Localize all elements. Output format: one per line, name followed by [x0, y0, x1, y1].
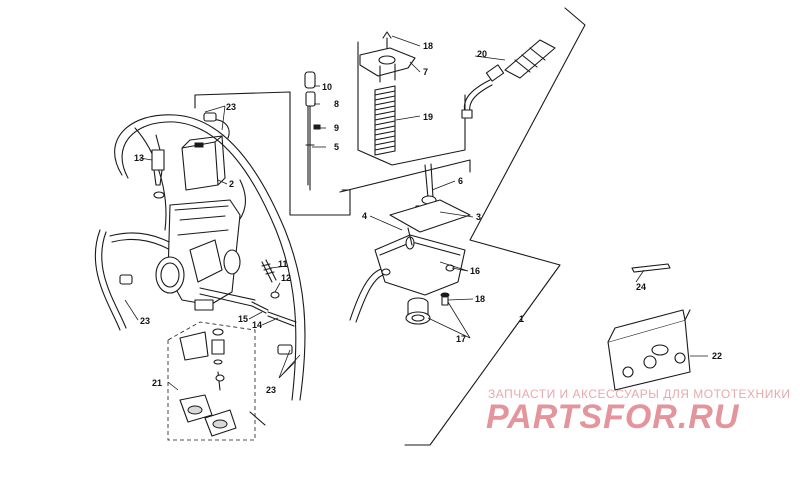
label-part-17: 17: [456, 334, 466, 344]
label-part-3: 3: [476, 212, 481, 222]
part-4-float-bowl: [374, 227, 466, 296]
part-11-12-screws: [261, 259, 280, 299]
label-part-9: 9: [334, 123, 339, 133]
label-part-21: 21: [152, 378, 162, 388]
part-2-bracket: [181, 135, 226, 191]
label-part-23a: 23: [226, 102, 236, 112]
label-part-10: 10: [322, 82, 332, 92]
needle-parts: [304, 71, 321, 191]
label-part-4: 4: [362, 211, 367, 221]
watermark-brand: PARTSFOR.RU: [486, 398, 740, 436]
label-part-14: 14: [252, 320, 262, 330]
label-part-15: 15: [238, 314, 248, 324]
part-20-throttle-cable: [461, 39, 556, 119]
part-18-screw: [440, 292, 450, 306]
label-part-5: 5: [334, 142, 339, 152]
label-part-12: 12: [281, 273, 291, 283]
label-part-18b: 18: [475, 294, 485, 304]
label-part-6: 6: [458, 176, 463, 186]
label-part-23b: 23: [140, 316, 150, 326]
label-part-8: 8: [334, 99, 339, 109]
part-13-fitting: [151, 134, 165, 199]
part-14-15-screws: [251, 301, 297, 327]
label-part-23c: 23: [266, 385, 276, 395]
top-cap-group-box: [357, 41, 466, 166]
float-group-box: [339, 159, 471, 193]
label-part-18a: 18: [423, 41, 433, 51]
part-22-kit-box: [607, 309, 691, 391]
hose-clamps: [119, 112, 293, 355]
label-part-19: 19: [423, 112, 433, 122]
needle-group-box: [194, 91, 351, 216]
top-cap: [359, 31, 416, 83]
assembly-outline-1: [404, 7, 586, 446]
label-part-20: 20: [477, 49, 487, 59]
kit-21-box: [167, 321, 256, 441]
label-part-7: 7: [423, 67, 428, 77]
label-part-13: 13: [134, 153, 144, 163]
part-17-drain-plug: [405, 297, 431, 325]
carburetor-body: [155, 199, 256, 311]
part-6-slide: [389, 163, 471, 233]
label-part-22: 22: [712, 351, 722, 361]
label-part-11: 11: [278, 259, 288, 269]
label-part-1: 1: [519, 314, 524, 324]
label-part-24: 24: [636, 282, 646, 292]
label-part-2: 2: [229, 179, 234, 189]
leader-lines: [124, 35, 708, 391]
label-part-16: 16: [470, 266, 480, 276]
part-19-spring: [374, 85, 396, 156]
part-21-float-kit: [179, 328, 266, 437]
part-24-clip: [631, 263, 671, 273]
part-labels: 18 7 20 19 10 8 9 5 23 13 2 6 4 3 16 11 …: [134, 41, 722, 395]
watermark-tagline: ЗАПЧАСТИ И АКСЕССУАРЫ ДЛЯ МОТОТЕХНИКИ: [488, 387, 791, 401]
